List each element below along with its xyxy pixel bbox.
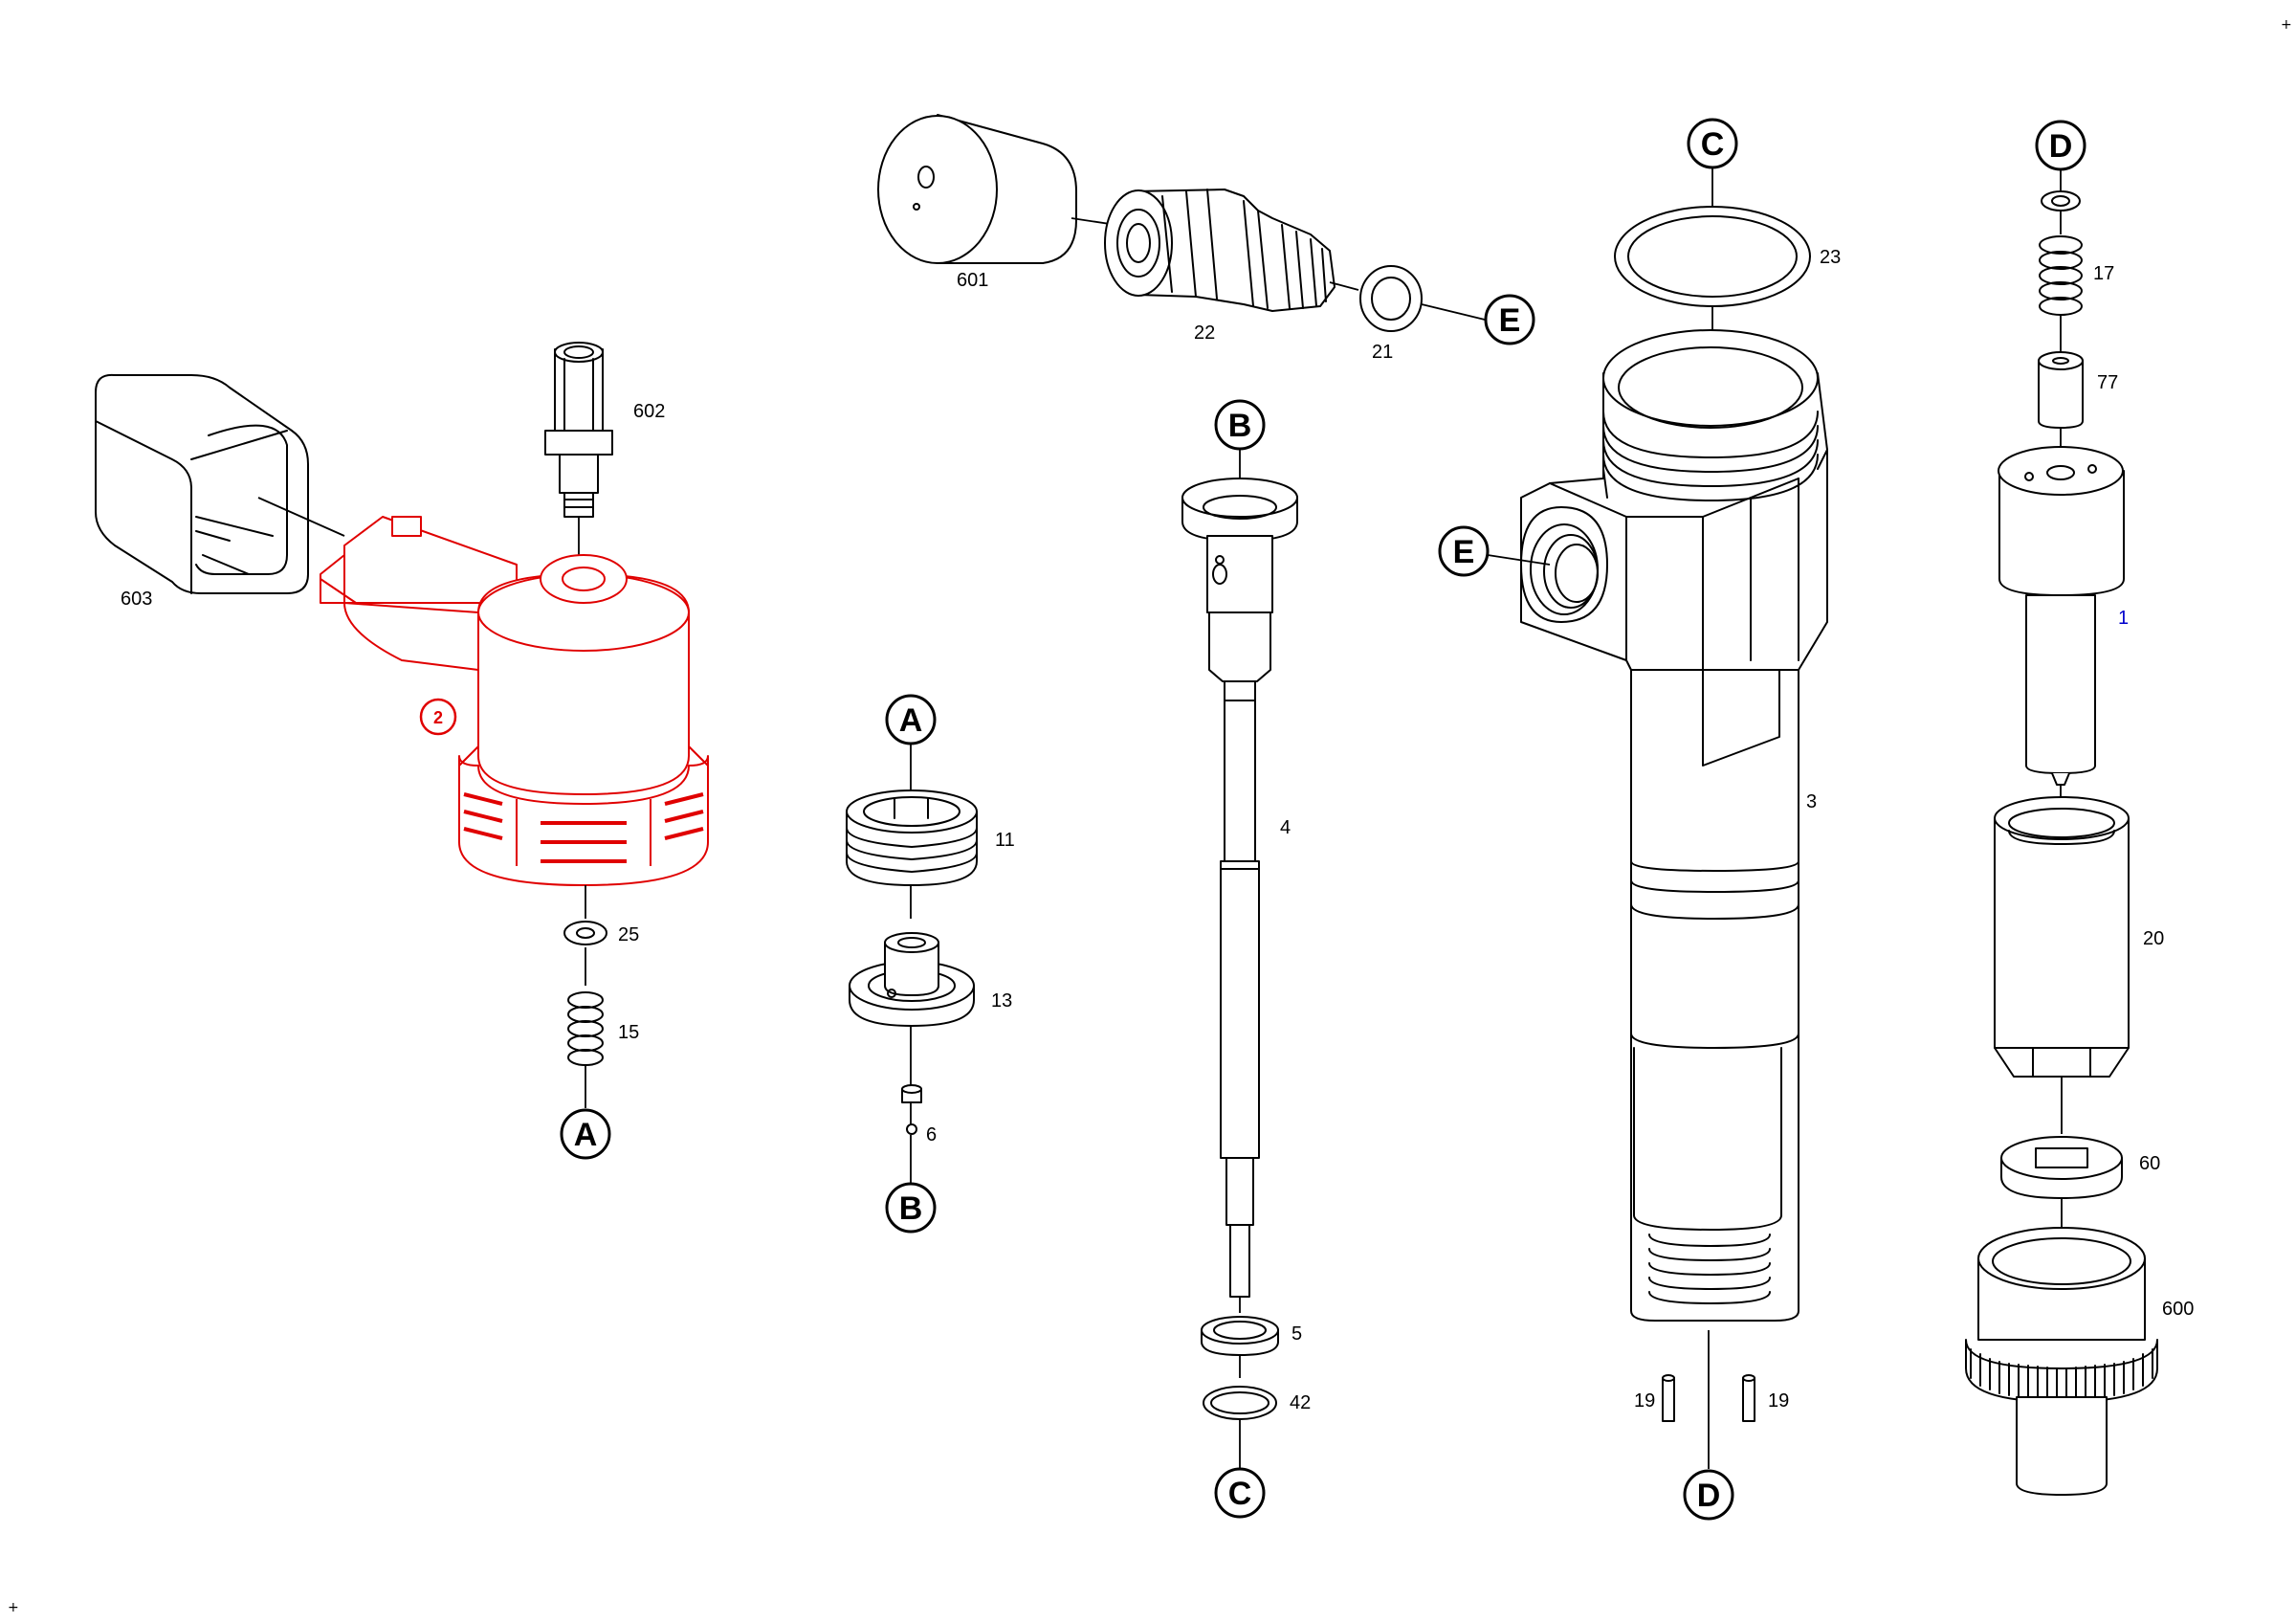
svg-text:B: B [899, 1190, 923, 1227]
part-600-protective-cap[interactable] [1965, 1227, 2158, 1496]
ref-E-body[interactable]: E [1438, 525, 1490, 577]
part-601-cap[interactable] [877, 114, 1077, 264]
label-2: 2 [433, 708, 443, 727]
label-602: 602 [633, 401, 665, 422]
label-600: 600 [2162, 1299, 2194, 1320]
label-1-link[interactable]: 1 [2118, 608, 2129, 629]
part-3-injector-body[interactable] [1520, 329, 1828, 1322]
part-5-shim[interactable] [1201, 1316, 1279, 1356]
svg-text:C: C [1701, 126, 1725, 163]
corner-mark-top-right: + [2281, 17, 2292, 33]
part-19-pin-left[interactable] [1662, 1374, 1675, 1422]
label-5: 5 [1292, 1323, 1302, 1345]
part-2-solenoid-valve[interactable] [320, 516, 709, 886]
label-19-right: 19 [1768, 1390, 1789, 1412]
part-77-spacer[interactable] [2038, 351, 2084, 429]
label-4: 4 [1280, 817, 1291, 838]
label-25: 25 [618, 924, 639, 945]
part-4-valve-piston[interactable] [1181, 478, 1298, 1298]
part-23-seal-ring[interactable] [1614, 206, 1811, 307]
part-60-washer[interactable] [2000, 1136, 2123, 1199]
ref-C-top[interactable]: C [1687, 118, 1738, 169]
svg-text:C: C [1228, 1476, 1252, 1512]
label-15: 15 [618, 1022, 639, 1043]
ref-D-top[interactable]: D [2035, 120, 2086, 171]
part-20-nozzle-nut[interactable] [1994, 796, 2130, 1078]
ref-B-top[interactable]: B [1214, 399, 1266, 451]
ref-E-top[interactable]: E [1484, 294, 1535, 345]
part-19-pin-right[interactable] [1742, 1374, 1755, 1422]
ref-A-middle[interactable]: A [885, 694, 937, 745]
label-17: 17 [2093, 263, 2114, 284]
part-602-filter[interactable] [544, 342, 613, 555]
svg-text:D: D [1697, 1478, 1721, 1514]
part-25-washer[interactable] [563, 921, 607, 945]
label-603: 603 [121, 589, 152, 610]
ref-B-middle[interactable]: B [885, 1182, 937, 1234]
label-22: 22 [1194, 322, 1215, 344]
label-3: 3 [1806, 791, 1817, 812]
label-21: 21 [1372, 342, 1393, 363]
part-15-spring[interactable] [567, 991, 604, 1066]
part-13-valve-plate[interactable] [849, 932, 975, 1027]
label-11: 11 [995, 830, 1015, 851]
svg-text:A: A [574, 1117, 598, 1153]
label-601: 601 [957, 270, 988, 291]
label-20: 20 [2143, 928, 2164, 949]
label-19-left: 19 [1634, 1390, 1655, 1412]
part-washer-top[interactable] [2041, 190, 2081, 211]
label-60: 60 [2139, 1153, 2160, 1174]
label-42: 42 [1290, 1392, 1311, 1413]
svg-text:B: B [1228, 408, 1252, 444]
part-21-seal-ring[interactable] [1359, 265, 1423, 332]
part-42-o-ring[interactable] [1203, 1386, 1277, 1420]
corner-mark-bottom-left: + [8, 1600, 19, 1615]
svg-text:E: E [1453, 534, 1475, 570]
ref-C-bottom[interactable]: C [1214, 1467, 1266, 1519]
svg-text:A: A [899, 702, 923, 739]
part-1-nozzle[interactable] [1998, 446, 2125, 786]
svg-text:D: D [2049, 128, 2073, 165]
svg-text:E: E [1499, 302, 1521, 339]
label-77: 77 [2097, 372, 2118, 393]
label-6: 6 [926, 1124, 937, 1145]
label-23: 23 [1820, 247, 1841, 268]
part-11-nut[interactable] [846, 789, 978, 886]
ref-A-left[interactable]: A [560, 1108, 611, 1160]
part-22-fitting[interactable] [1104, 189, 1336, 312]
part-6-ball[interactable] [901, 1084, 922, 1135]
part-17-spring[interactable] [2039, 235, 2083, 316]
ref-D-bottom[interactable]: D [1683, 1469, 1734, 1521]
part-603-connector-cap[interactable] [95, 373, 345, 594]
label-13: 13 [991, 990, 1012, 1012]
